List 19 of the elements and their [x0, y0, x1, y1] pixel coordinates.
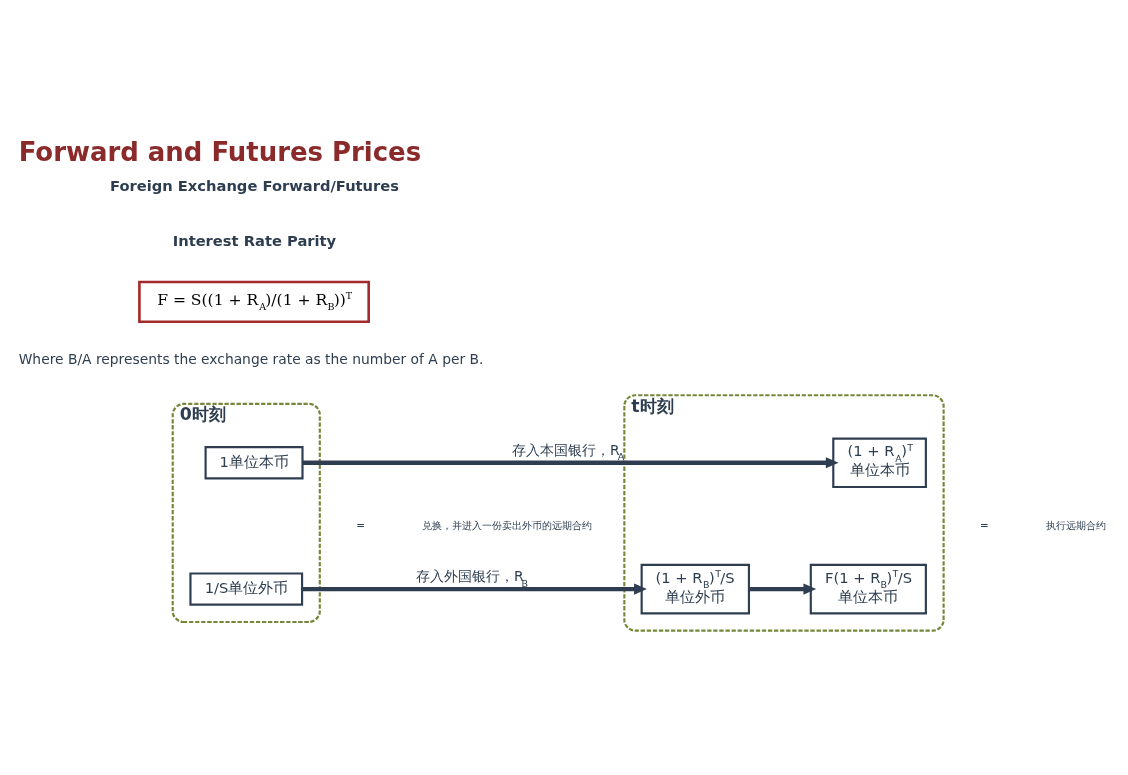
- arrow: [302, 583, 647, 595]
- arrow: [302, 457, 839, 469]
- node-box: F = S((1 + R$_{A}$)/(1 + R$_{B}$))$^{T}$: [138, 280, 370, 324]
- node-box: (1 + R$_{B}$)$^{T}$/S 单位外币: [640, 563, 750, 615]
- label: 执行远期合约: [1046, 518, 1107, 531]
- label: Interest Rate Parity: [172, 231, 337, 249]
- label: Foreign Exchange Forward/Futures: [109, 177, 400, 195]
- node-box: F(1 + R$_{B}$)$^{T}$/S 单位本币: [809, 563, 927, 615]
- edge-label: 存入本国银行，R$_{A}$: [512, 441, 625, 463]
- diagram-title: Forward and Futures Prices: [18, 136, 422, 167]
- label: 兑换，并进入一份卖出外币的远期合约: [422, 518, 593, 531]
- label: Where B/A represents the exchange rate as the number of A per B.: [18, 350, 484, 367]
- node-box: (1 + R$_{A}$)$^{T}$ 单位本币: [832, 437, 927, 489]
- node-box: 1单位本币: [204, 446, 304, 480]
- arrow: [749, 583, 817, 595]
- label: =: [979, 518, 989, 531]
- node-box: 1/S单位外币: [189, 572, 304, 606]
- label: =: [356, 518, 365, 531]
- edge-label: 存入外国银行，R$_{B}$: [416, 568, 529, 589]
